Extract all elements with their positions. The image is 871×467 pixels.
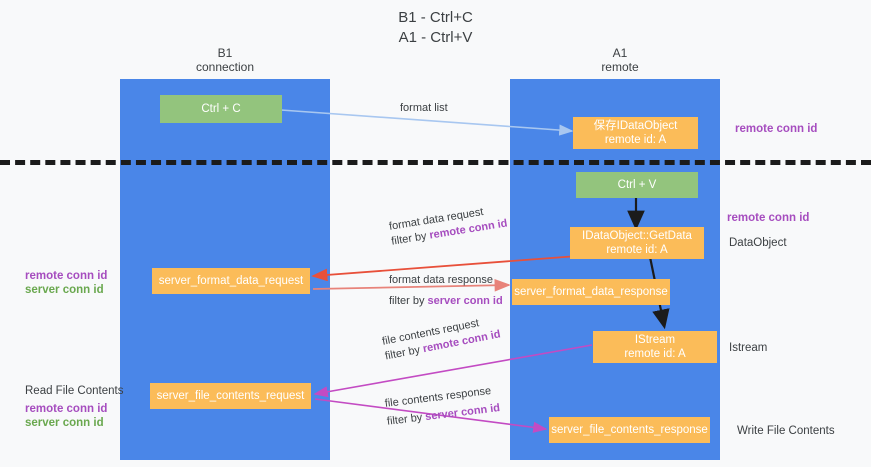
annotation-right-istream: Istream bbox=[729, 342, 768, 354]
node-istream-line2: remote id: A bbox=[624, 348, 686, 360]
filter-prefix: filter by bbox=[386, 411, 427, 428]
edge-label-format-data-response-line1: format data response bbox=[389, 274, 493, 286]
node-save-idataobject[interactable]: 保存IDataObject remote id: A bbox=[573, 117, 698, 149]
column-header-b1: B1 connection bbox=[145, 46, 305, 74]
title-line-2: A1 - Ctrl+V bbox=[398, 29, 473, 46]
node-ctrl-c-label: Ctrl + C bbox=[201, 103, 241, 115]
filter-prefix: filter by bbox=[389, 295, 428, 307]
annotation-right-dataobject: DataObject bbox=[729, 237, 787, 249]
node-server-file-contents-response-label: server_file_contents_response bbox=[551, 424, 708, 436]
edge-label-format-data-response-line2: filter by server conn id bbox=[389, 294, 503, 309]
node-idataobject-getdata[interactable]: IDataObject::GetData remote id: A bbox=[570, 227, 704, 259]
filter-key-server-conn-id: server conn id bbox=[427, 295, 503, 307]
annotation-right-write-file-contents: Write File Contents bbox=[737, 425, 835, 437]
annotation-left-server-conn-id-mid: server conn id bbox=[25, 284, 104, 296]
annotation-right-remote-conn-id-mid: remote conn id bbox=[727, 212, 810, 224]
node-istream[interactable]: IStream remote id: A bbox=[593, 331, 717, 363]
column-header-a1-name: A1 bbox=[612, 46, 628, 60]
edge-label-file-contents-request: file contents request filter by remote c… bbox=[381, 313, 502, 365]
page-title: B1 - Ctrl+C A1 - Ctrl+V bbox=[0, 8, 871, 48]
node-ctrl-v[interactable]: Ctrl + V bbox=[576, 172, 698, 198]
node-server-format-data-request-label: server_format_data_request bbox=[158, 275, 304, 287]
node-server-format-data-request[interactable]: server_format_data_request bbox=[152, 268, 310, 294]
node-save-idataobject-line2: remote id: A bbox=[604, 134, 667, 146]
annotation-left-remote-conn-id-mid: remote conn id bbox=[25, 270, 108, 282]
column-header-a1-role: remote bbox=[601, 60, 639, 74]
node-server-format-data-response-label: server_format_data_response bbox=[514, 286, 668, 298]
column-header-b1-name: B1 bbox=[217, 46, 233, 60]
node-ctrl-c[interactable]: Ctrl + C bbox=[160, 95, 282, 123]
node-ctrl-v-label: Ctrl + V bbox=[617, 179, 657, 191]
annotation-left-server-conn-id-bottom: server conn id bbox=[25, 417, 104, 429]
node-idataobject-getdata-line1: IDataObject::GetData bbox=[582, 230, 692, 242]
node-istream-line1: IStream bbox=[634, 334, 676, 346]
edge-label-format-data-request: format data request filter by remote con… bbox=[388, 202, 509, 250]
node-server-file-contents-request[interactable]: server_file_contents_request bbox=[150, 383, 311, 409]
edge-label-file-contents-response: file contents response filter by server … bbox=[384, 383, 501, 430]
node-idataobject-getdata-line2: remote id: A bbox=[606, 244, 668, 256]
node-server-format-data-response[interactable]: server_format_data_response bbox=[512, 279, 670, 305]
title-line-1: B1 - Ctrl+C bbox=[398, 9, 473, 26]
node-server-file-contents-response[interactable]: server_file_contents_response bbox=[549, 417, 710, 443]
column-header-b1-role: connection bbox=[195, 60, 255, 74]
edge-label-format-list: format list bbox=[400, 101, 448, 116]
edge-label-format-list-text: format list bbox=[400, 102, 448, 114]
edge-label-format-data-response: format data response filter by server co… bbox=[389, 273, 503, 309]
annotation-right-remote-conn-id-top: remote conn id bbox=[735, 123, 818, 135]
annotation-left-remote-conn-id-bottom: remote conn id bbox=[25, 403, 108, 415]
section-divider bbox=[0, 160, 871, 165]
node-server-file-contents-request-label: server_file_contents_request bbox=[156, 390, 305, 402]
column-header-a1: A1 remote bbox=[540, 46, 700, 74]
node-save-idataobject-line1: 保存IDataObject bbox=[593, 120, 678, 132]
annotation-left-read-file-contents: Read File Contents bbox=[25, 385, 124, 397]
